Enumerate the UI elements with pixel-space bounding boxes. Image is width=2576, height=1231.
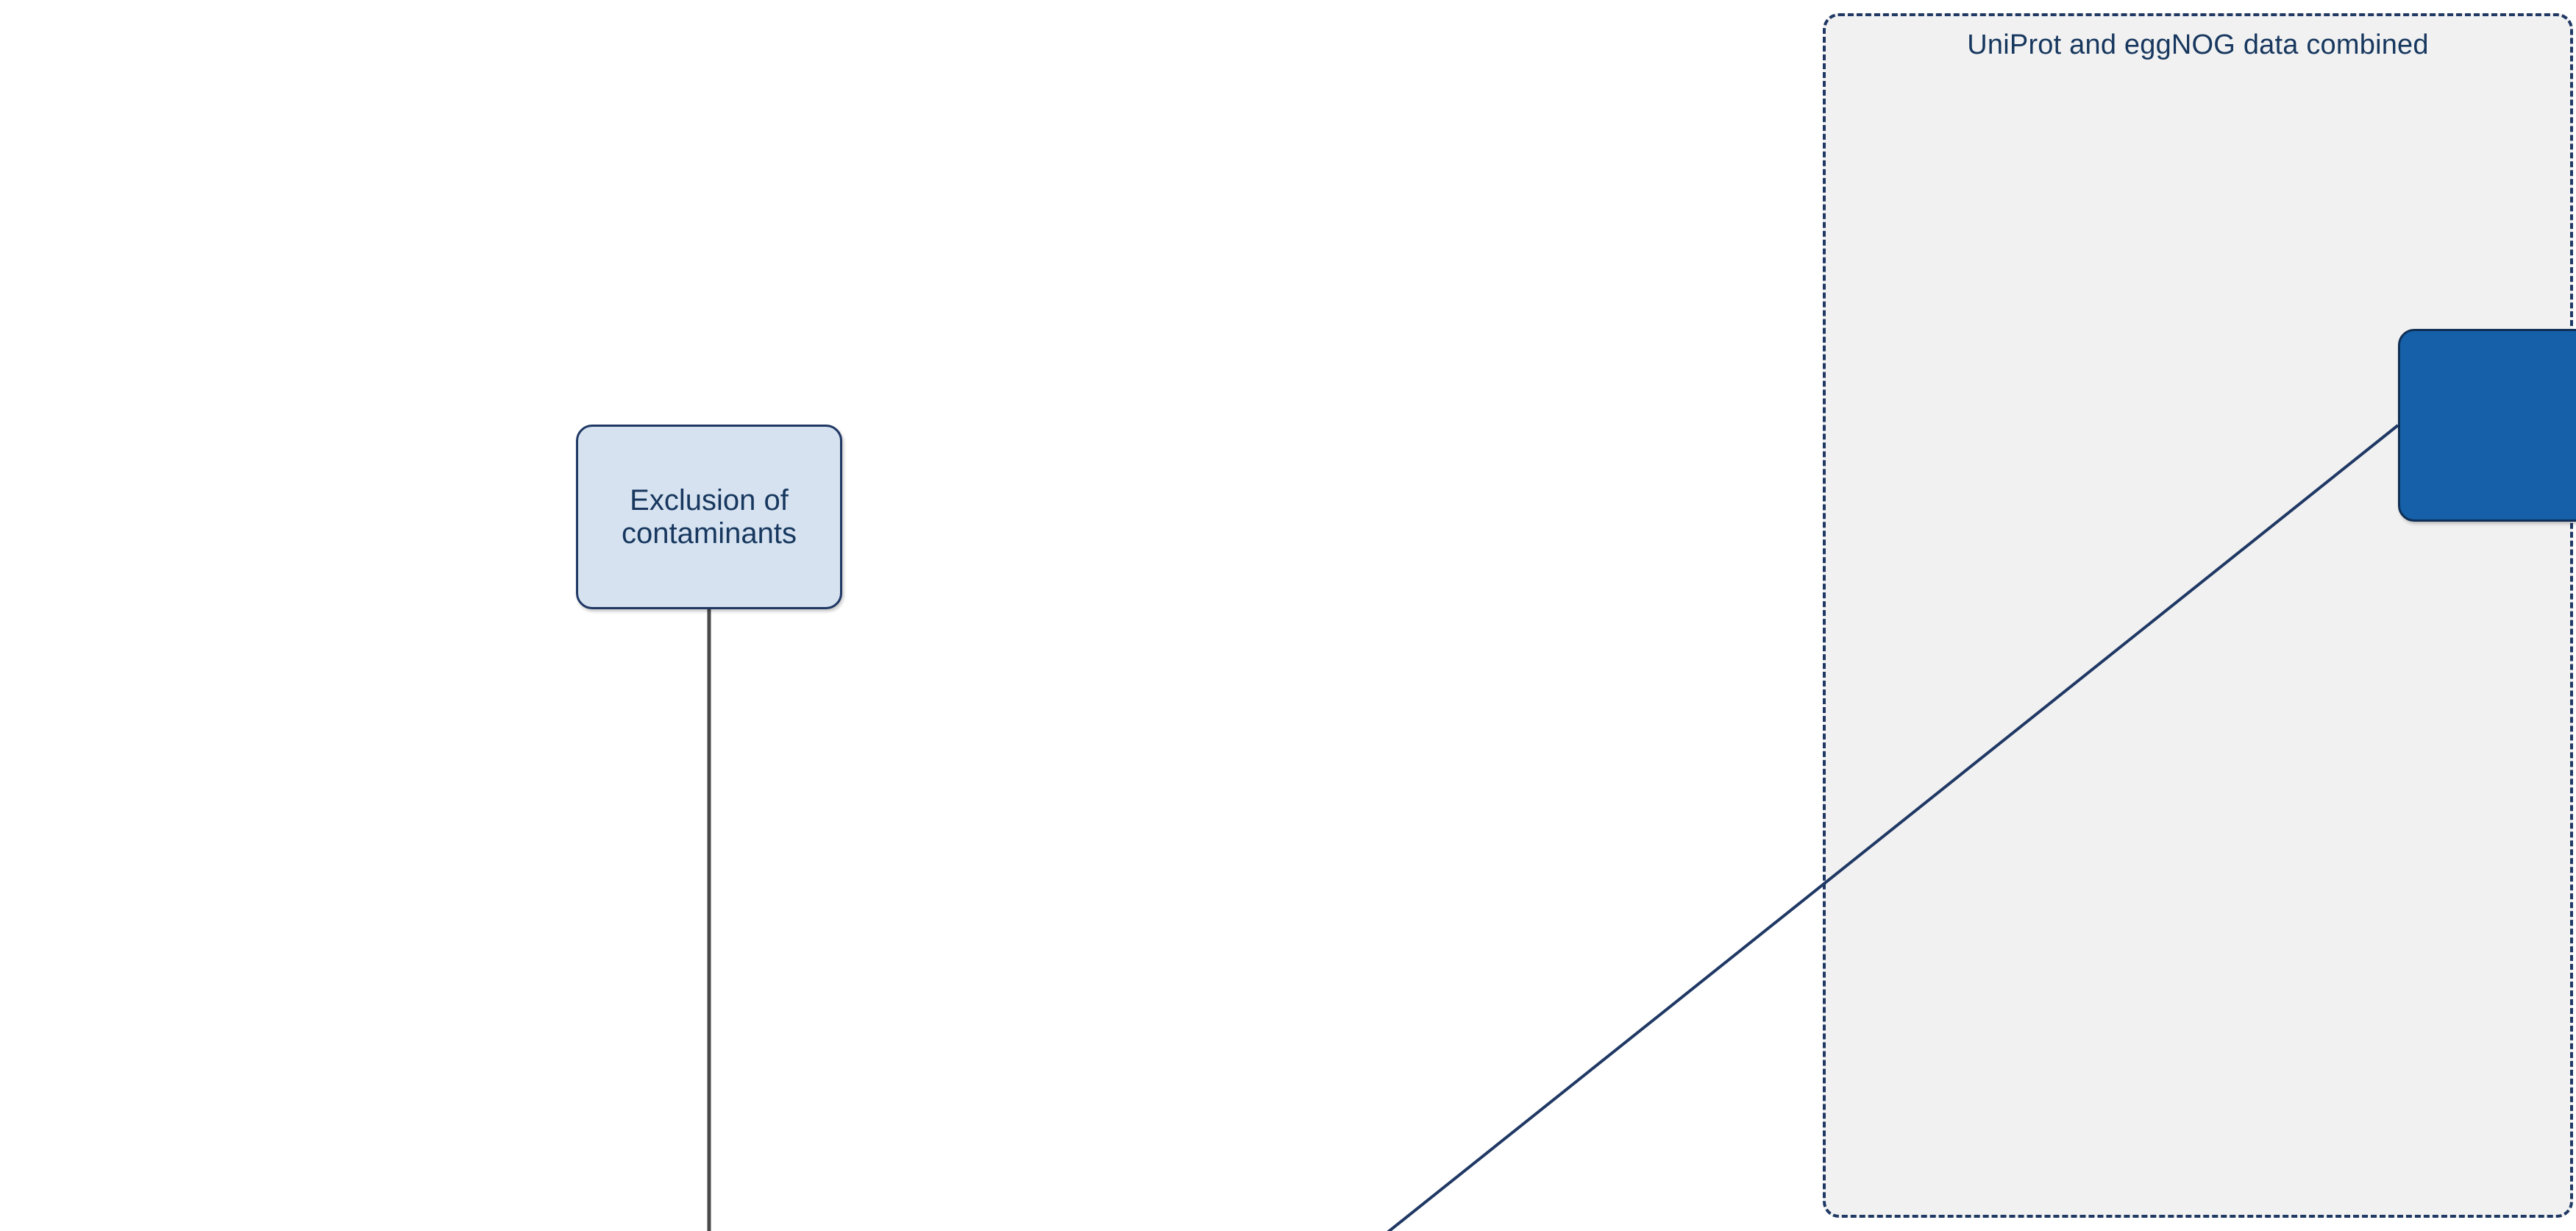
uniprot-scanned-caption: Scanned: 130	[2398, 528, 2576, 555]
combined-panel-title: UniProt and eggNOG data combined	[1967, 29, 2429, 60]
exclusion-line-2: contaminants	[622, 517, 797, 550]
exclusion-line-1: Exclusion of	[630, 483, 789, 517]
node-exclusion-of-contaminants[interactable]: Exclusion of contaminants	[576, 425, 842, 609]
node-uniprot[interactable]: UniProt	[2398, 329, 2576, 522]
combined-data-panel	[1823, 13, 2573, 1218]
